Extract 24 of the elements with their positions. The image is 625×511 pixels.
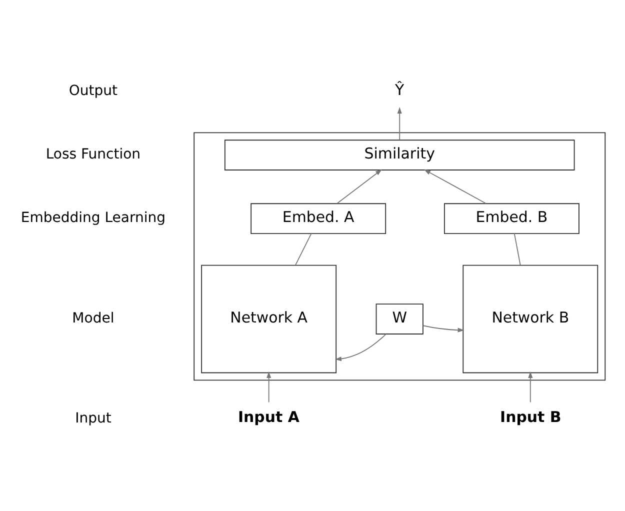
node-box: W bbox=[376, 304, 424, 334]
arrow bbox=[397, 107, 402, 140]
label: Embedding Learning bbox=[20, 210, 166, 226]
arrow bbox=[422, 325, 464, 332]
connector bbox=[295, 233, 312, 266]
arrow bbox=[528, 371, 533, 403]
node-box: Similarity bbox=[224, 140, 575, 170]
arrow bbox=[266, 371, 272, 403]
node-text: Input A bbox=[238, 408, 300, 426]
cluster bbox=[194, 132, 606, 381]
node-box: Embed. B bbox=[444, 203, 580, 234]
label: Input bbox=[75, 410, 112, 427]
node-text: Input B bbox=[500, 408, 562, 426]
node-box: Network B bbox=[462, 264, 598, 374]
arrow bbox=[334, 334, 386, 362]
node-box: Embed. A bbox=[250, 203, 386, 234]
connector bbox=[514, 233, 521, 266]
node-text: Ŷ bbox=[395, 81, 404, 100]
arrow bbox=[424, 169, 486, 204]
label: Output bbox=[68, 82, 118, 99]
label: Loss Function bbox=[46, 146, 141, 162]
arrow bbox=[336, 169, 382, 204]
label: Model bbox=[72, 310, 114, 326]
node-box: Network A bbox=[201, 264, 337, 374]
